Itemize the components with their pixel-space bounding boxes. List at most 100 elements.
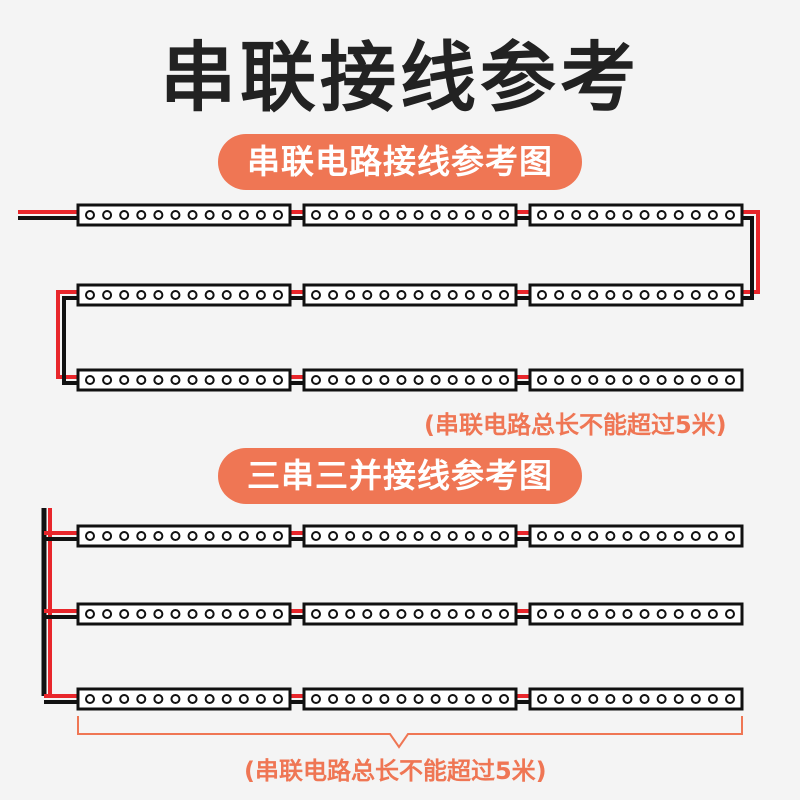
led — [204, 609, 215, 619]
led — [379, 531, 390, 541]
strip-body — [76, 203, 292, 227]
led-strip — [302, 203, 518, 227]
bracket-line — [77, 716, 743, 749]
led — [153, 290, 164, 300]
led — [499, 290, 509, 300]
led — [656, 694, 667, 704]
led — [187, 375, 198, 385]
led — [328, 694, 339, 704]
led — [725, 375, 735, 385]
led — [328, 609, 339, 619]
strip-body — [302, 602, 518, 626]
led — [656, 375, 667, 385]
led — [537, 531, 547, 541]
led — [605, 290, 616, 300]
led — [447, 290, 458, 300]
led — [221, 290, 232, 300]
led — [170, 609, 181, 619]
led-strip — [76, 524, 292, 548]
led — [85, 290, 95, 300]
parallel-length-note: (串联电路总长不能超过5米) — [244, 757, 547, 785]
led — [588, 694, 599, 704]
led — [554, 210, 565, 220]
strip-body — [302, 283, 518, 307]
led — [571, 375, 582, 385]
led — [379, 290, 390, 300]
led — [413, 609, 424, 619]
led — [707, 694, 718, 704]
led — [221, 609, 232, 619]
led — [464, 290, 475, 300]
led-strip — [76, 687, 292, 711]
led — [725, 210, 735, 220]
led — [673, 210, 684, 220]
led — [571, 290, 582, 300]
led-strip — [302, 283, 518, 307]
led — [499, 694, 509, 704]
led — [639, 290, 650, 300]
led — [673, 609, 684, 619]
led — [204, 210, 215, 220]
led — [725, 531, 735, 541]
led — [622, 609, 633, 619]
led — [690, 531, 701, 541]
led — [273, 609, 283, 619]
led — [255, 210, 266, 220]
led — [690, 210, 701, 220]
strip-body — [302, 203, 518, 227]
led — [447, 531, 458, 541]
led — [537, 290, 547, 300]
page-title: 串联接线参考 — [160, 33, 640, 122]
led — [153, 375, 164, 385]
led — [588, 375, 599, 385]
led — [170, 531, 181, 541]
led — [362, 290, 373, 300]
led — [588, 290, 599, 300]
led-strips — [76, 203, 744, 711]
led — [396, 531, 407, 541]
led — [537, 375, 547, 385]
led — [187, 290, 198, 300]
led — [153, 609, 164, 619]
led — [102, 210, 113, 220]
led — [85, 609, 95, 619]
led — [345, 609, 356, 619]
led — [170, 290, 181, 300]
led — [481, 531, 492, 541]
led — [499, 531, 509, 541]
led — [554, 609, 565, 619]
led — [430, 375, 441, 385]
led — [255, 290, 266, 300]
led — [396, 694, 407, 704]
led — [379, 609, 390, 619]
led — [622, 531, 633, 541]
led — [481, 210, 492, 220]
led — [238, 531, 249, 541]
strip-body — [528, 283, 744, 307]
led — [345, 531, 356, 541]
return-wire-red — [56, 290, 78, 379]
led — [430, 290, 441, 300]
led — [136, 210, 147, 220]
led — [430, 609, 441, 619]
strip-body — [302, 687, 518, 711]
led-strip — [528, 203, 744, 227]
led — [464, 531, 475, 541]
led — [328, 375, 339, 385]
led — [311, 609, 321, 619]
led — [673, 375, 684, 385]
led — [136, 694, 147, 704]
led — [187, 531, 198, 541]
led — [102, 609, 113, 619]
led — [656, 290, 667, 300]
led — [102, 531, 113, 541]
led — [554, 375, 565, 385]
led — [656, 531, 667, 541]
led — [396, 609, 407, 619]
led — [499, 375, 509, 385]
led — [481, 694, 492, 704]
led — [481, 375, 492, 385]
strip-body — [76, 602, 292, 626]
led — [725, 694, 735, 704]
